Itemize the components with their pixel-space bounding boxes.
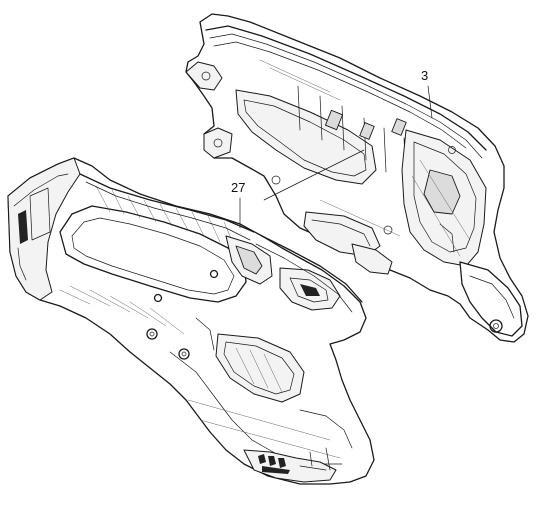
handle-housing-part-27 [7, 157, 375, 485]
assembly-line [263, 149, 365, 201]
leader-line-part-3 [427, 85, 433, 119]
callout-number-27: 27 [231, 180, 246, 195]
callout-leaders [239, 85, 433, 229]
housing-frame-part-3 [185, 13, 529, 343]
callout-number-3: 3 [421, 68, 429, 83]
